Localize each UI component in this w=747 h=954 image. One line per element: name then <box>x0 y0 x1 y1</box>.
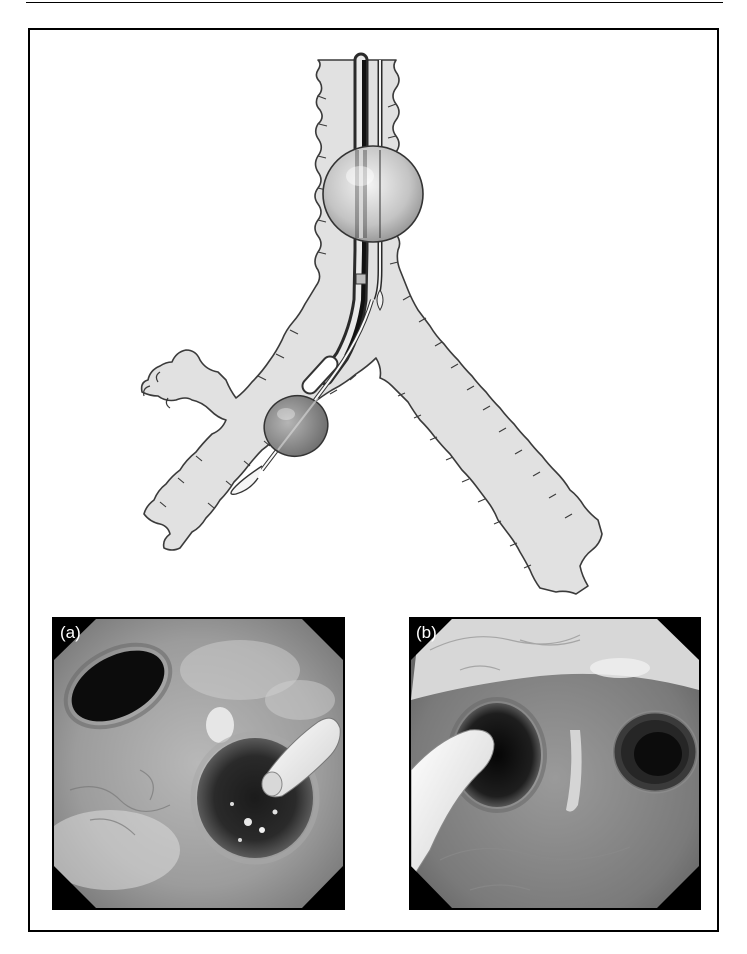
endoscopy-photo-a: (a) <box>52 617 345 910</box>
airway-diagram <box>140 59 603 595</box>
endoscopy-photo-b: (b) <box>409 617 701 910</box>
panel-label-a: (a) <box>60 623 81 642</box>
wire-loop <box>230 465 263 496</box>
top-rule <box>26 2 723 3</box>
catheter-tip-a <box>263 717 341 798</box>
catheter-tip-b <box>411 729 495 882</box>
segment-branches <box>143 371 171 409</box>
cartilage-ticks <box>159 95 573 569</box>
panel-label-b: (b) <box>416 623 437 642</box>
bronchoscope-catheter <box>230 52 384 496</box>
trachea-and-bronchi <box>140 59 603 595</box>
tracheal-balloon <box>322 145 424 243</box>
bronchial-balloon <box>263 395 329 457</box>
